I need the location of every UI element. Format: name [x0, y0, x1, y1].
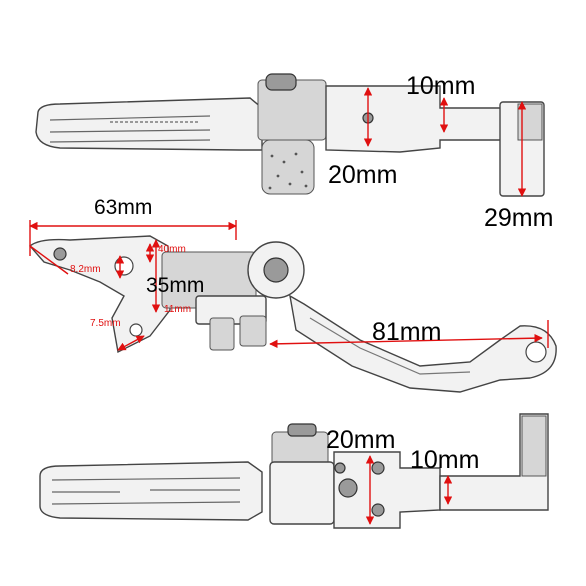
- side-dim-63-label: 63mm: [94, 196, 152, 219]
- bottom-screw-1: [338, 478, 358, 498]
- bottom-clamp: [439, 413, 549, 511]
- side-dim-diagonal: [29, 245, 69, 275]
- bottom-dim-20-label: 20mm: [326, 426, 395, 454]
- bottom-screw-3: [371, 503, 385, 517]
- side-view: 63mm 81mm 35mm 40mm 8.2mm 7.5mm 11mm: [28, 196, 557, 393]
- bottom-clamp-lip: [521, 415, 547, 477]
- side-dim-81-label: 81mm: [372, 318, 441, 346]
- side-bracket: [28, 235, 171, 354]
- side-dim-11-label: 11mm: [164, 304, 191, 315]
- top-view: 10mm 20mm 29mm: [35, 72, 553, 232]
- side-switch-stub-2: [239, 315, 267, 347]
- side-bracket-bolt: [53, 247, 67, 261]
- side-lever-tip-hole: [525, 341, 547, 363]
- bottom-screw-2: [371, 461, 385, 475]
- side-bracket-hole: [114, 256, 134, 276]
- side-dim-7-5-label: 7.5mm: [90, 318, 121, 329]
- side-pivot-bolt: [263, 257, 289, 283]
- side-dim-40-label: 40mm: [158, 244, 186, 255]
- bottom-lever-blade: [39, 461, 263, 521]
- side-lever-highlight: [309, 317, 471, 375]
- bottom-pivot-body: [269, 461, 335, 525]
- top-perch-body: [325, 85, 519, 153]
- side-bracket-hole-2: [129, 323, 143, 337]
- top-dim-20-label: 20mm: [328, 161, 397, 189]
- side-dim-81-line: [269, 333, 543, 349]
- bottom-dim-10-label: 10mm: [410, 446, 479, 474]
- top-blade-grooves: [49, 115, 211, 143]
- bottom-view: 20mm 10mm: [39, 413, 549, 529]
- side-dim-8-2-label: 8.2mm: [70, 264, 101, 275]
- side-switch-stub: [209, 317, 235, 351]
- top-dim-29-label: 29mm: [484, 204, 553, 232]
- bottom-screw-4: [334, 462, 346, 474]
- top-pivot-cap: [265, 73, 297, 91]
- top-knob-knurl: [268, 152, 308, 190]
- top-dim-10-label: 10mm: [406, 72, 475, 100]
- bottom-pivot-cap: [287, 423, 317, 437]
- bottom-blade-grooves: [51, 477, 241, 505]
- side-dim-7-5-line: [117, 335, 145, 351]
- top-adjuster-knob: [261, 139, 315, 195]
- side-dim-35-label: 35mm: [146, 274, 204, 297]
